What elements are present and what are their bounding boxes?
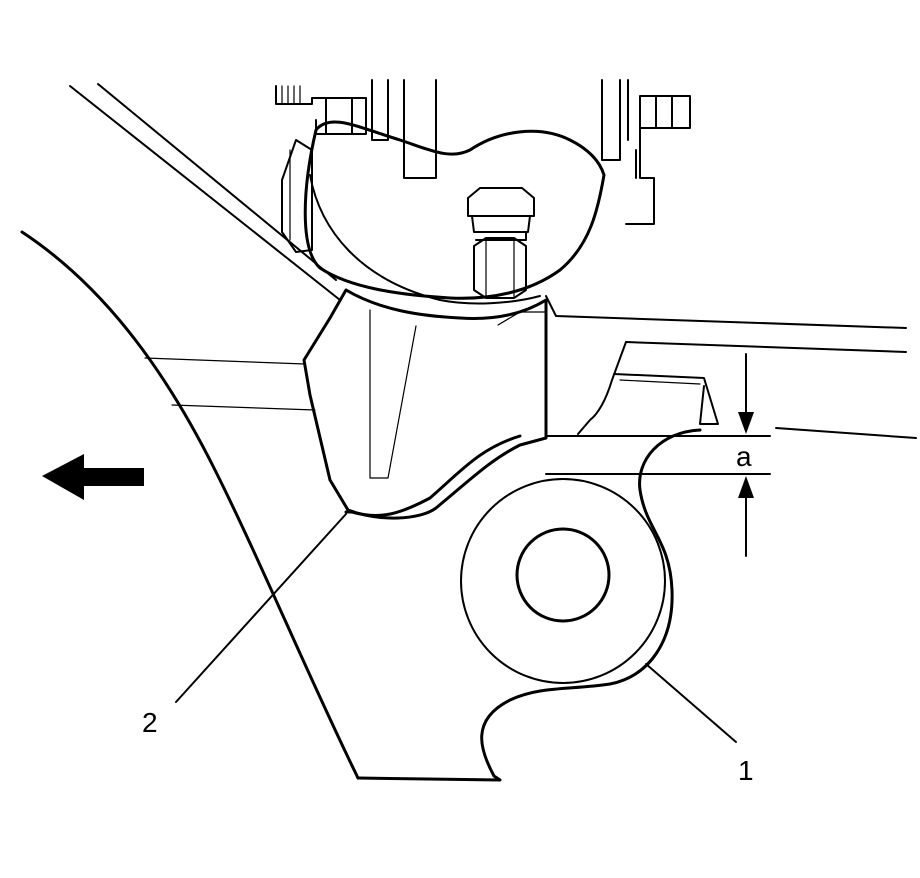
bushing-outer-ring xyxy=(460,478,666,684)
callout-part-1: 1 xyxy=(738,755,754,786)
frame-crossmembers xyxy=(144,357,316,411)
callout-part-2: 2 xyxy=(142,707,158,738)
body-panel-outline xyxy=(20,230,360,780)
bracket-web-edge xyxy=(369,309,417,479)
dimension-a-label: a xyxy=(736,441,752,472)
lower-bracket-block xyxy=(302,288,548,520)
center-bolt-nut xyxy=(467,187,535,299)
arrow-left-icon xyxy=(42,454,144,500)
stop-plate xyxy=(545,427,917,475)
bracket-notch xyxy=(497,311,547,326)
bracket-lower-edge xyxy=(309,174,541,305)
dimension-a-indicator xyxy=(738,353,754,557)
part-1-lever xyxy=(344,428,702,782)
bracket-side-bolt xyxy=(281,139,313,253)
frame-rails xyxy=(69,83,341,301)
leader-line-part-2 xyxy=(175,513,347,703)
crossmember-right xyxy=(545,295,907,435)
bushing-bore xyxy=(515,527,611,623)
leader-line-part-1 xyxy=(645,663,737,743)
mount-bracket-casting xyxy=(303,120,606,300)
upper-mount-hardware xyxy=(275,79,691,225)
